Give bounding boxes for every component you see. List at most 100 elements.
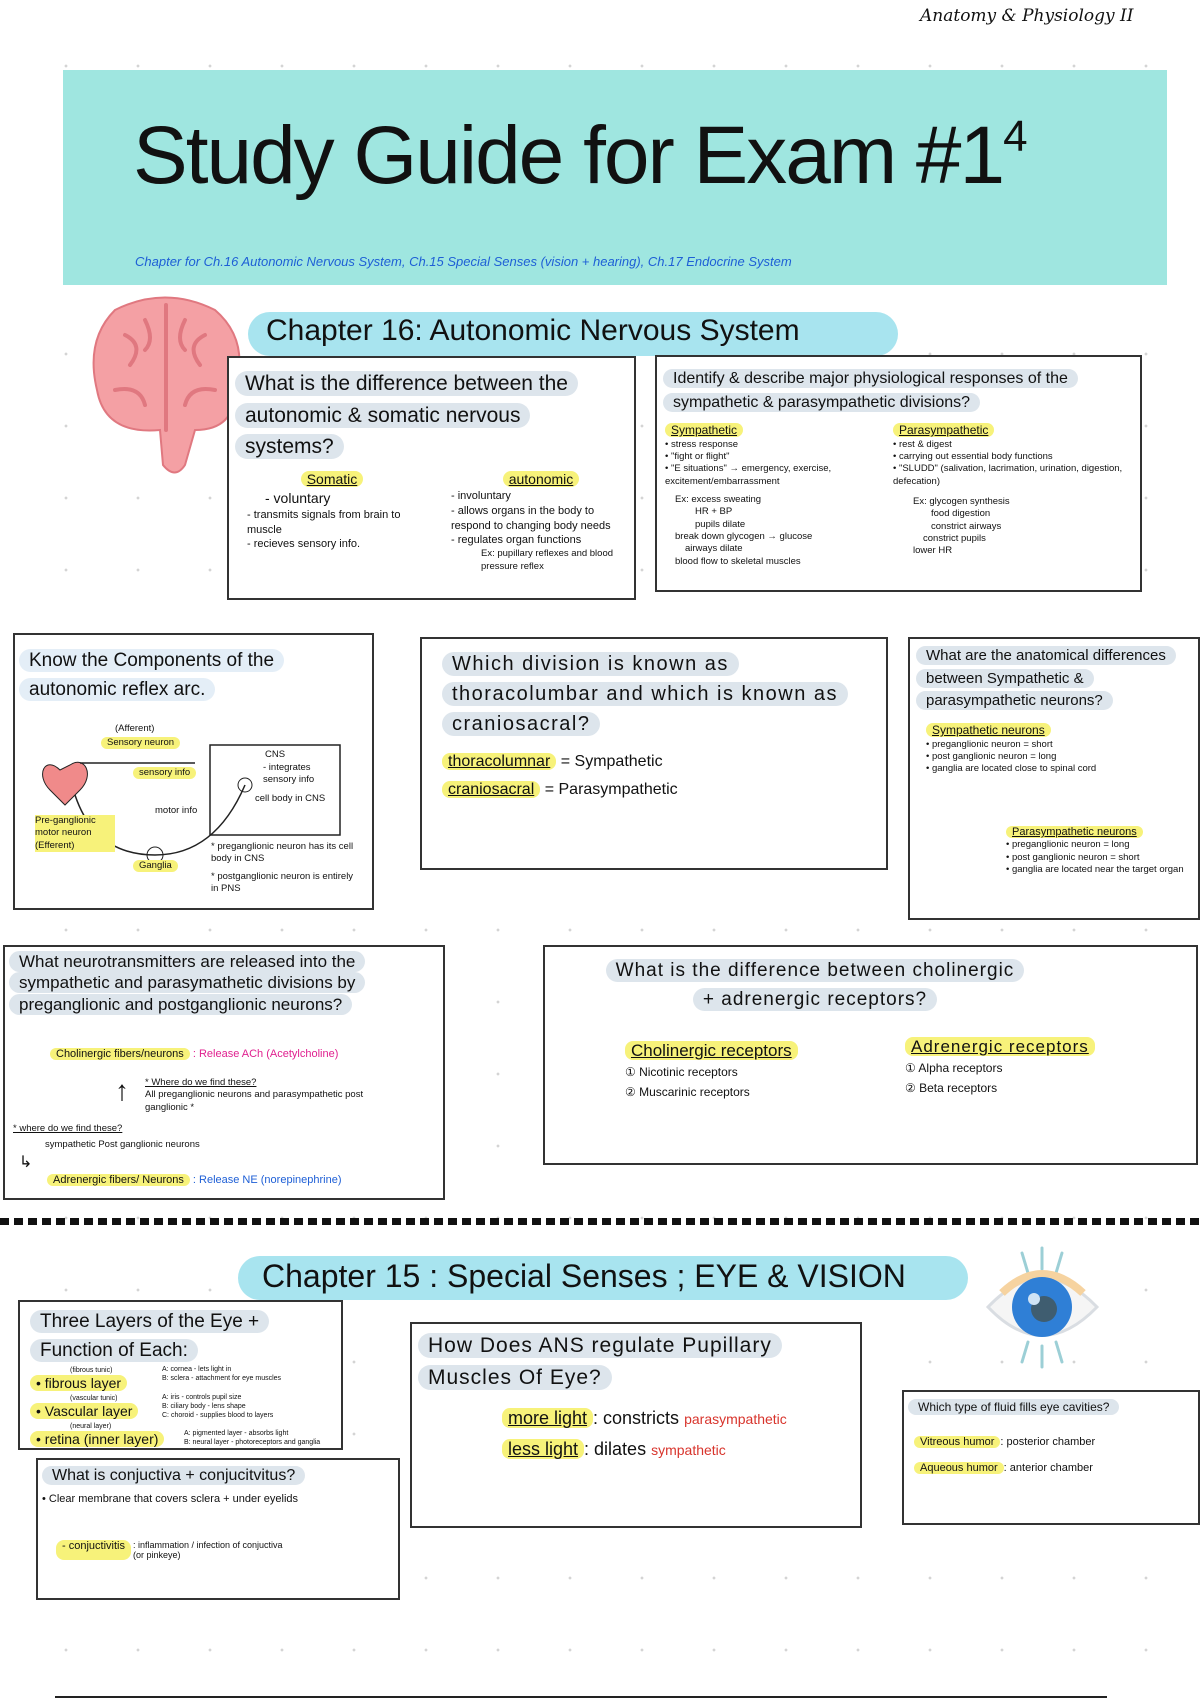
chapter15-banner [238, 1256, 968, 1300]
course-label: Anatomy & Physiology II [920, 6, 1134, 26]
list-item: • carrying out essential body functions [893, 450, 1053, 462]
fluid-row: Vitreous humor: posterior chamber [914, 1436, 1095, 1448]
layer-row: (fibrous tunic) • fibrous layer A: corne… [30, 1366, 340, 1394]
layer-name: • fibrous layer [30, 1375, 128, 1391]
pupil-action: : dilates [584, 1439, 647, 1459]
question: What neurotransmitters are released into… [9, 951, 366, 1015]
motor-info-label: motor info [155, 805, 198, 816]
layer-note: (fibrous tunic) [70, 1367, 113, 1374]
brain-icon [92, 296, 241, 474]
layer-desc: B: sclera - attachment for eye muscles [162, 1374, 282, 1382]
list-item: • ganglia are located close to spinal co… [926, 763, 1097, 775]
fluid-term: Vitreous humor [914, 1436, 1001, 1448]
list-item: food digestion [931, 508, 991, 520]
list-item: • preganglionic neuron = short [926, 738, 1053, 750]
fluid-row: Aqueous humor: anterior chamber [914, 1462, 1095, 1474]
list-item: - allows organs in the body to respond t… [451, 504, 611, 532]
question: What is the difference between cholinerg… [605, 959, 1025, 1011]
title-text: Study Guide for Exam #1 [133, 110, 1005, 201]
fluid-value: : posterior chamber [1000, 1436, 1096, 1448]
bottom-rule [55, 1696, 1107, 1698]
question: What is conjuctiva + conjucitvitus? [42, 1466, 306, 1485]
question: How Does ANS regulate Pupillary Muscles … [418, 1333, 782, 1390]
answer-term: thoracolumnar [442, 753, 557, 770]
adrenergic-receptors-heading: Adrenergic receptors [905, 1037, 1095, 1056]
layer-desc: C: choroid - supplies blood to layers [162, 1411, 274, 1419]
layer-desc: A: pigmented layer - absorbs light [184, 1430, 289, 1437]
parasympathetic-neurons-heading: Parasympathetic neurons [1006, 826, 1143, 838]
page-title: Study Guide for Exam #14 [133, 115, 1133, 197]
layer-name: • retina (inner layer) [30, 1431, 165, 1447]
title-suffix: 4 [1003, 112, 1028, 161]
question: Which division is known as thoracolumbar… [442, 652, 849, 736]
sensory-neuron-label: Sensory neuron [101, 737, 181, 750]
list-item: - recieves sensory info. [247, 538, 361, 551]
up-arrow-icon: ↑ [115, 1075, 129, 1106]
where-answer: All preganglionic neurons and parasympat… [145, 1089, 364, 1113]
pupil-row: less light: dilates sympathetic [502, 1439, 858, 1460]
list-item: ① Nicotinic receptors [625, 1065, 738, 1079]
cholinergic-release: : Release ACh (Acetylcholine) [192, 1048, 339, 1060]
adrenergic-label: Adrenergic fibers/ Neurons [47, 1174, 190, 1186]
question: Which type of fluid fills eye cavities? [908, 1399, 1120, 1415]
eye-layers-card: Three Layers of the Eye + Function of Ea… [18, 1300, 343, 1450]
layer-row: (vascular tunic) • Vascular layer A: iri… [30, 1394, 340, 1422]
neurotransmitters-card: What neurotransmitters are released into… [3, 945, 445, 1200]
list-item: • "fight or flight" [665, 450, 730, 462]
fluid-term: Aqueous humor [914, 1462, 1004, 1474]
pupil-division: parasympathetic [684, 1411, 787, 1427]
sensory-info-label: sensory info [133, 767, 197, 780]
fluid-value: : anterior chamber [1003, 1462, 1093, 1474]
list-item: • post ganglionic neuron = short [1006, 851, 1140, 863]
question: Know the Components of the autonomic ref… [19, 649, 285, 701]
list-item: - voluntary [265, 489, 331, 506]
answer-value: = Parasympathetic [544, 781, 678, 798]
conjunctivitis-definition: : inflammation / infection of conjuctiva… [132, 1540, 283, 1560]
section-divider [0, 1218, 1200, 1225]
afferent-label: (Afferent) [115, 723, 155, 734]
list-item: constrict airways [931, 520, 1002, 532]
list-item: blood flow to skeletal muscles [675, 555, 801, 567]
pupil-division: sympathetic [651, 1442, 726, 1458]
list-item: Ex: pupillary reflexes and blood pressur… [481, 548, 614, 572]
parasympathetic-heading: Parasympathetic [893, 423, 995, 437]
layer-desc: A: cornea - lets light in [162, 1366, 232, 1373]
list-item: • post ganglionic neuron = long [926, 750, 1057, 762]
somatic-vs-autonomic-card: What is the difference between the auton… [227, 356, 636, 600]
list-item: lower HR [913, 545, 953, 557]
ganglia-label: Ganglia [133, 860, 178, 873]
cell-body-label: cell body in CNS [255, 793, 326, 804]
list-item: Ex: excess sweating [675, 493, 762, 505]
pupil-action: : constricts [593, 1408, 680, 1428]
where-question: * where do we find these? [13, 1123, 123, 1134]
sympathetic-heading: Sympathetic [665, 423, 744, 437]
layer-desc: A: iris - controls pupil size [162, 1394, 242, 1401]
cns-label: CNS [265, 749, 286, 760]
answer-row: craniosacral = Parasympathetic [442, 781, 866, 799]
cns-note: - integrates sensory info [263, 762, 315, 786]
title-band: Study Guide for Exam #14 Chapter for Ch.… [63, 70, 1167, 285]
list-item: - involuntary [451, 489, 511, 502]
chapter15-title: Chapter 15 : Special Senses ; EYE & VISI… [262, 1258, 906, 1294]
list-item: - transmits signals from brain to muscle [247, 508, 401, 536]
question: What is the difference between the auton… [235, 371, 578, 459]
list-item: • stress response [665, 438, 739, 450]
cholinergic-receptors-heading: Cholinergic receptors [625, 1041, 798, 1060]
where-answer: sympathetic Post ganglionic neurons [45, 1139, 200, 1150]
list-item: • preganglionic neuron = long [1006, 839, 1130, 851]
answer-value: = Sympathetic [560, 753, 663, 770]
pupil-row: more light: constricts parasympathetic [502, 1408, 858, 1429]
layer-row: (neural layer) • retina (inner layer) A:… [30, 1422, 340, 1450]
list-item: ① Alpha receptors [905, 1061, 1003, 1075]
conjunctiva-card: What is conjuctiva + conjucitvitus? • Cl… [36, 1458, 400, 1600]
list-item: ② Beta receptors [905, 1081, 998, 1095]
list-item: HR + BP [695, 506, 733, 518]
list-item: • ganglia are located near the target or… [1006, 863, 1184, 875]
layer-note: (neural layer) [70, 1423, 112, 1430]
cholinergic-label: Cholinergic fibers/neurons [50, 1048, 190, 1060]
layer-name: • Vascular layer [30, 1403, 139, 1419]
divisions-card: Which division is known as thoracolumbar… [420, 637, 888, 870]
reflex-note: * preganglionic neuron has its cell body… [211, 841, 354, 865]
receptors-card: What is the difference between cholinerg… [543, 945, 1198, 1165]
eye-icon [985, 1246, 1100, 1369]
